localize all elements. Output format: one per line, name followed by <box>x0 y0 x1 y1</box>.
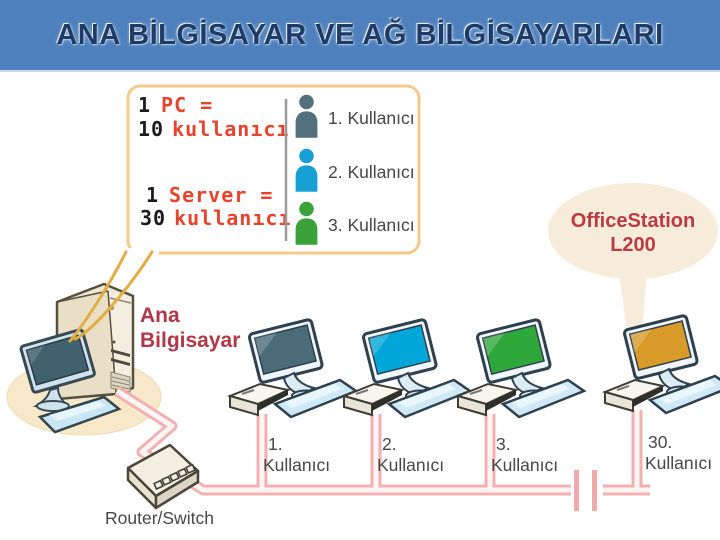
network-cables <box>114 386 650 511</box>
main-monitor <box>19 328 96 412</box>
legend-user-2-label: 2. Kullanıcı <box>328 162 415 182</box>
cable-break-symbol <box>571 470 603 511</box>
title-banner: ANA BİLGİSAYAR VE AĞ BİLGİSAYARLARI <box>0 0 720 72</box>
router-switch <box>126 443 200 510</box>
officestation-label-line2: L200 <box>610 234 656 256</box>
officestation-bubble <box>548 183 718 279</box>
main-computer-label-line1: Ana <box>140 304 180 327</box>
client-computer-30 <box>603 313 720 415</box>
client-2-label: Kullanıcı <box>377 455 444 475</box>
legend-user-3-label: 3. Kullanıcı <box>328 215 415 235</box>
officestation-label-line1: OfficeStation <box>571 210 695 232</box>
legend-tail-line-left <box>68 250 128 343</box>
client-1-label: Kullanıcı <box>263 455 330 475</box>
client-30-label: Kullanıcı <box>645 453 712 473</box>
client-1-number: 1. <box>268 434 283 454</box>
client-computer-3 <box>456 317 586 419</box>
client-computer-1 <box>228 317 358 419</box>
legend-tail-line-right <box>73 250 154 341</box>
client-30-number: 30. <box>648 432 672 452</box>
client-3-label: Kullanıcı <box>491 455 558 475</box>
main-computer <box>6 282 162 436</box>
main-keyboard <box>37 395 122 434</box>
client-labels: 1. Kullanıcı 2. Kullanıcı 3. Kullanıcı 3… <box>263 432 712 475</box>
client-3-number: 3. <box>496 434 511 454</box>
client-computer-2 <box>342 317 472 419</box>
main-computer-label-line2: Bilgisayar <box>140 329 240 352</box>
legend-user-1-label: 1. Kullanıcı <box>328 108 415 128</box>
legend-box <box>126 84 421 255</box>
client-2-number: 2. <box>382 434 397 454</box>
router-switch-label: Router/Switch <box>105 508 214 528</box>
router-ports <box>153 463 196 490</box>
slide-title: ANA BİLGİSAYAR VE AĞ BİLGİSAYARLARI <box>56 18 664 51</box>
